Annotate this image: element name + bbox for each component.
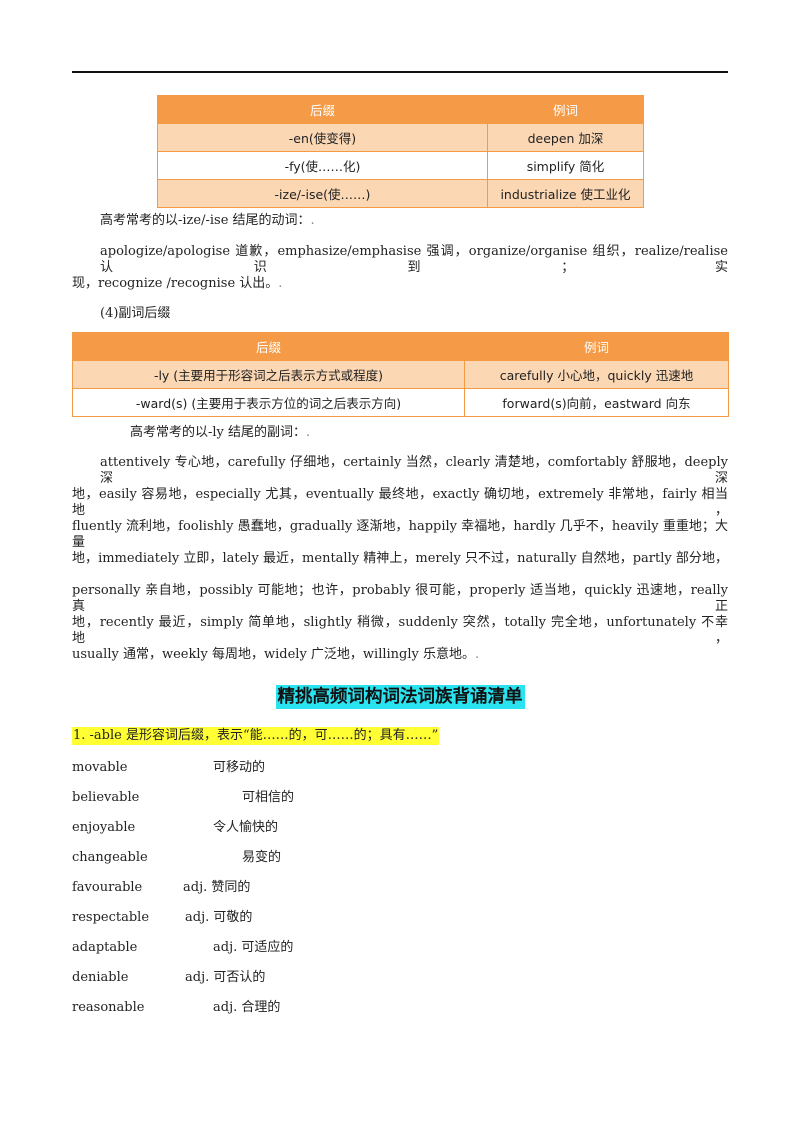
vocab-meaning: 令人愉快的 xyxy=(213,820,279,835)
example-cell: deepen 加深 xyxy=(487,123,644,152)
table-row: -ize/-ise(使……) industrialize 使工业化 xyxy=(157,179,644,208)
example-cell: simplify 简化 xyxy=(487,151,644,180)
vocab-word: adaptable xyxy=(72,940,138,955)
adverb-list-line: attentively 专心地，carefully 仔细地，certainly … xyxy=(100,455,728,486)
adverb-list-line: 地，recently 最近，simply 简单地，slightly 稍微，sud… xyxy=(72,615,728,646)
vocab-word: reasonable xyxy=(72,1000,145,1015)
example-cell: forward(s)向前，eastward 向东 xyxy=(464,388,729,417)
vocab-meaning: adj. 可敬的 xyxy=(185,910,253,925)
table-row: -en(使变得) deepen 加深 xyxy=(157,123,644,152)
column-header-suffix: 后缀 xyxy=(72,332,465,361)
suffix-cell: -ly (主要用于形容词之后表示方式或程度) xyxy=(72,360,465,389)
column-header-example: 例词 xyxy=(487,95,644,124)
vocab-word: movable xyxy=(72,760,128,775)
vocab-meaning: 可移动的 xyxy=(213,760,266,775)
vocab-meaning: 可相信的 xyxy=(242,790,295,805)
verb-intro: 高考常考的以-ize/-ise 结尾的动词：. xyxy=(100,213,315,228)
vocab-word: changeable xyxy=(72,850,148,865)
vocab-word: believable xyxy=(72,790,140,805)
section-label-adverb: (4)副词后缀 xyxy=(100,306,171,321)
suffix-cell: -ize/-ise(使……) xyxy=(157,179,488,208)
vocab-word: enjoyable xyxy=(72,820,136,835)
vocab-meaning: 易变的 xyxy=(242,850,282,865)
header-rule xyxy=(72,71,728,73)
vocab-meaning: adj. 可适应的 xyxy=(213,940,294,955)
suffix-cell: -fy(使……化) xyxy=(157,151,488,180)
vocab-meaning: adj. 赞同的 xyxy=(183,880,251,895)
section-title: 精挑高频词构词法词族背诵清单 xyxy=(275,685,525,709)
vocab-word: deniable xyxy=(72,970,129,985)
verb-list-line: apologize/apologise 道歉，emphasize/emphasi… xyxy=(100,244,728,275)
table-row: -fy(使……化) simplify 简化 xyxy=(157,151,644,180)
table-header-row: 后缀 例词 xyxy=(157,95,644,124)
table-row: -ward(s) (主要用于表示方位的词之后表示方向) forward(s)向前… xyxy=(72,388,729,417)
vocab-word: favourable xyxy=(72,880,143,895)
verb-list-line: 现，recognize /recognise 认出。. xyxy=(72,276,283,291)
column-header-suffix: 后缀 xyxy=(157,95,488,124)
suffix-cell: -ward(s) (主要用于表示方位的词之后表示方向) xyxy=(72,388,465,417)
adverb-list-line: 地，immediately 立即，lately 最近，mentally 精神上，… xyxy=(72,551,728,566)
vocab-meaning: adj. 可否认的 xyxy=(185,970,266,985)
adverb-intro: 高考常考的以-ly 结尾的副词：. xyxy=(130,425,311,440)
adverb-list-line: personally 亲自地，possibly 可能地；也许，probably … xyxy=(72,583,728,614)
adverb-list-line: usually 通常，weekly 每周地，widely 广泛地，willing… xyxy=(72,647,480,662)
table-header-row: 后缀 例词 xyxy=(72,332,729,361)
vocab-word: respectable xyxy=(72,910,150,925)
vocab-meaning: adj. 合理的 xyxy=(213,1000,281,1015)
example-cell: industrialize 使工业化 xyxy=(487,179,644,208)
able-heading: 1. -able 是形容词后缀，表示“能……的，可……的；具有……” xyxy=(72,727,440,745)
suffix-cell: -en(使变得) xyxy=(157,123,488,152)
suffix-table-adverb: 后缀 例词 -ly (主要用于形容词之后表示方式或程度) carefully 小… xyxy=(72,332,729,417)
example-cell: carefully 小心地，quickly 迅速地 xyxy=(464,360,729,389)
suffix-table-verb: 后缀 例词 -en(使变得) deepen 加深 -fy(使……化) simpl… xyxy=(157,95,644,208)
adverb-list-line: 地，easily 容易地，especially 尤其，eventually 最终… xyxy=(72,487,728,518)
adverb-list-line: fluently 流利地，foolishly 愚蠢地，gradually 逐渐地… xyxy=(72,519,728,550)
table-row: -ly (主要用于形容词之后表示方式或程度) carefully 小心地，qui… xyxy=(72,360,729,389)
column-header-example: 例词 xyxy=(464,332,729,361)
